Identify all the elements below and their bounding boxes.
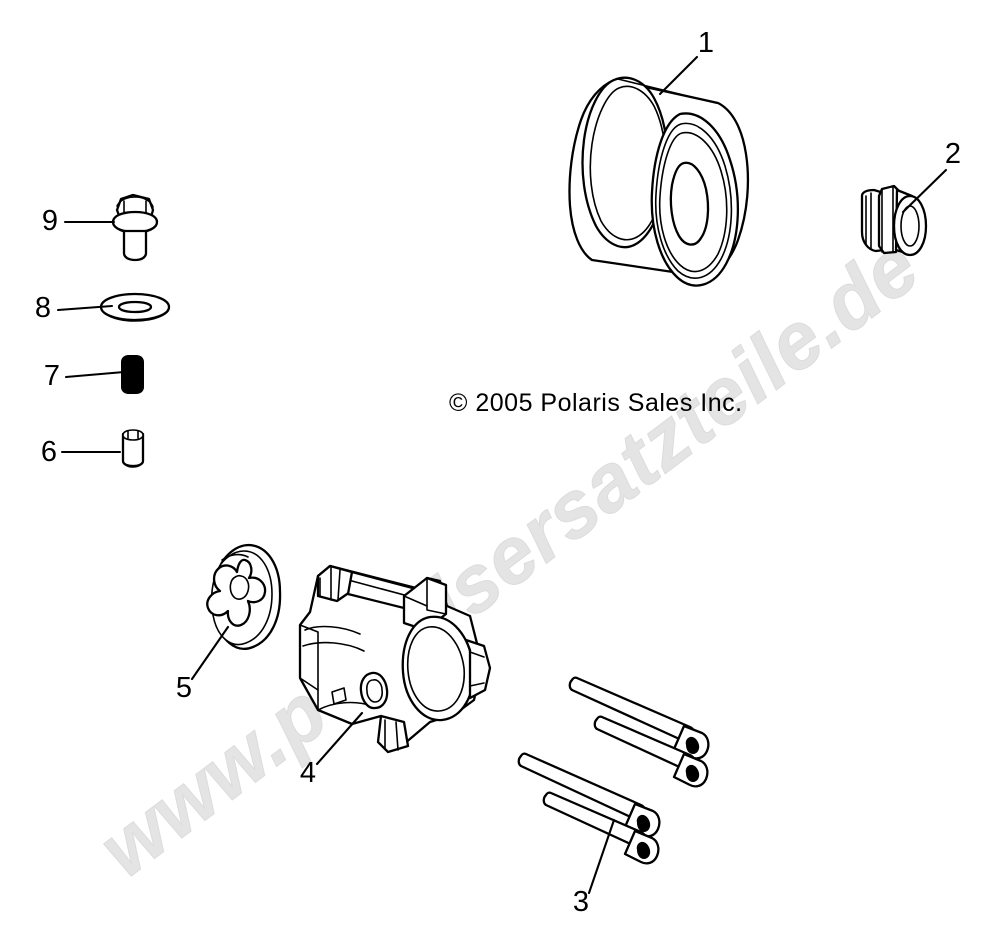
- callout-number-8: 8: [35, 292, 51, 324]
- callout-leader-lines: [56, 55, 948, 895]
- callout-number-3: 3: [573, 886, 589, 918]
- leader-line-4: [315, 711, 364, 766]
- callout-number-5: 5: [176, 672, 192, 704]
- part-filter-nipple: [860, 184, 928, 257]
- part-pump-rotor: [206, 543, 282, 650]
- callout-number-9: 9: [42, 205, 58, 237]
- copyright-notice: © 2005 Polaris Sales Inc.: [449, 389, 743, 417]
- screw-item: [593, 715, 709, 788]
- leader-line-7: [64, 370, 126, 379]
- leader-line-1: [658, 55, 699, 96]
- callout-number-4: 4: [300, 757, 316, 789]
- part-dowel-pin-hollow: [121, 429, 145, 468]
- part-screw-set: [517, 676, 710, 865]
- callout-number-2: 2: [945, 138, 961, 170]
- callout-number-6: 6: [41, 436, 57, 468]
- part-oil-filter: [568, 76, 750, 287]
- part-flat-washer: [99, 292, 171, 322]
- part-dowel-pin-solid: [121, 355, 144, 394]
- leader-line-2: [901, 168, 948, 214]
- leader-line-5: [190, 625, 230, 681]
- callout-number-1: 1: [698, 27, 714, 59]
- leader-line-8: [56, 304, 114, 312]
- part-flange-bolt: [111, 193, 159, 262]
- screw-item: [517, 752, 661, 838]
- watermark: www.polarisersatzteile.de: [82, 220, 935, 894]
- screw-item: [542, 791, 660, 865]
- part-oil-pump-housing: [298, 564, 492, 754]
- callout-numbers: 1 2 3 4 5 6 7 8 9: [35, 27, 961, 918]
- leader-line-3: [587, 818, 616, 895]
- callout-number-7: 7: [44, 360, 60, 392]
- watermark-text: www.polarisersatzteile.de: [83, 221, 935, 894]
- screw-item: [568, 676, 710, 760]
